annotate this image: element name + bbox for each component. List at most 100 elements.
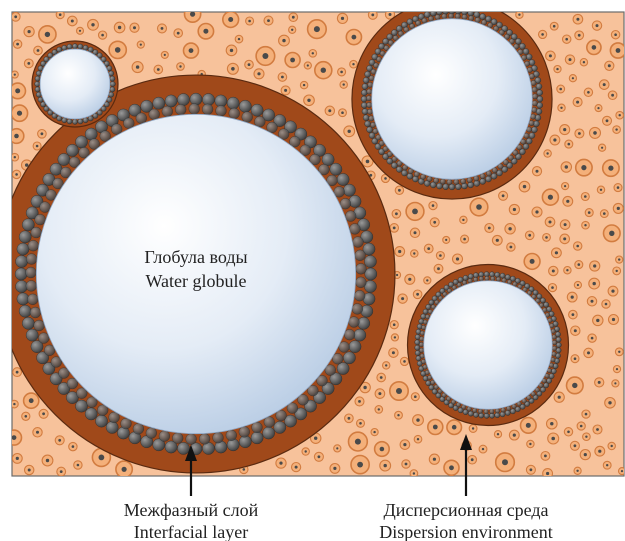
dispersed-particle: [588, 334, 596, 342]
dispersed-particle: [584, 348, 593, 357]
dispersed-particle: [585, 209, 593, 217]
dispersed-particle: [589, 278, 600, 289]
dispersed-particle: [339, 109, 347, 117]
dispersion-label-ru: Дисперсионная среда: [383, 500, 548, 520]
dispersed-particle: [587, 40, 601, 54]
dispersed-particle: [561, 162, 571, 172]
dispersed-particle: [39, 409, 48, 418]
dispersed-particle: [600, 210, 608, 218]
dispersed-particle: [605, 398, 616, 409]
dispersed-particle: [174, 29, 183, 38]
dispersed-particle: [564, 267, 571, 274]
dispersed-particle: [593, 425, 602, 434]
dispersed-particle: [154, 65, 163, 74]
dispersed-particle: [24, 59, 33, 68]
dispersed-particle: [377, 373, 386, 382]
dispersed-particle: [344, 126, 355, 137]
dispersed-particle: [375, 442, 390, 457]
dispersed-particle: [400, 440, 410, 450]
dispersed-particle: [34, 46, 43, 55]
top-right-globule: [352, 0, 552, 199]
dispersed-particle: [543, 234, 551, 242]
dispersed-particle: [434, 264, 443, 273]
dispersed-particle: [130, 23, 139, 32]
dispersed-particle: [24, 27, 34, 37]
dispersed-particle: [292, 463, 301, 472]
dispersed-particle: [413, 290, 422, 299]
dispersed-particle: [525, 231, 534, 240]
dispersed-particle: [567, 377, 584, 394]
water-core: [424, 281, 553, 410]
dispersed-particle: [350, 60, 358, 68]
dispersed-particle: [264, 16, 273, 25]
dispersed-particle: [428, 420, 443, 435]
dispersed-particle: [550, 22, 558, 30]
dispersed-particle: [547, 418, 558, 429]
dispersed-particle: [132, 62, 143, 73]
dispersed-particle: [13, 368, 22, 377]
dispersed-particle: [470, 198, 488, 216]
dispersed-particle: [542, 189, 558, 205]
dispersed-particle: [223, 12, 239, 28]
top-left-globule: [32, 41, 118, 127]
dispersed-particle: [57, 467, 66, 476]
dispersed-particle: [357, 419, 365, 427]
dispersed-particle: [595, 105, 602, 112]
dispersed-particle: [22, 412, 30, 420]
dispersed-particle: [55, 436, 64, 445]
dispersed-particle: [338, 68, 346, 76]
dispersed-particle: [453, 254, 463, 264]
dispersed-particle: [395, 411, 403, 419]
dispersed-particle: [395, 186, 403, 194]
dispersed-particle: [161, 51, 168, 58]
dispersed-particle: [563, 196, 573, 206]
dispersed-particle: [571, 355, 579, 363]
dispersed-particle: [413, 415, 424, 426]
dispersed-particle: [505, 224, 515, 234]
dispersed-particle: [610, 43, 625, 58]
dispersed-particle: [11, 105, 27, 121]
dispersed-particle: [615, 348, 623, 356]
dispersed-particle: [114, 22, 125, 33]
water-core: [372, 19, 533, 180]
dispersed-particle: [7, 430, 22, 445]
interfacial-label-en: Interfacial layer: [134, 522, 248, 541]
dispersed-particle: [574, 242, 582, 250]
dispersed-particle: [429, 454, 439, 464]
dispersed-particle: [509, 430, 519, 440]
dispersed-particle: [447, 420, 462, 435]
dispersed-particle: [590, 261, 600, 271]
dispersed-particle: [33, 142, 41, 150]
dispersed-particle: [560, 125, 570, 135]
dispersed-particle: [592, 21, 601, 30]
dispersed-particle: [411, 250, 418, 257]
dispersed-particle: [575, 31, 584, 40]
dispersed-particle: [42, 455, 53, 466]
dispersed-particle: [544, 150, 551, 157]
dispersed-particle: [400, 357, 408, 365]
dispersed-particle: [300, 81, 307, 88]
dispersed-particle: [383, 362, 390, 369]
dispersed-particle: [581, 193, 589, 201]
dispersed-particle: [24, 393, 39, 408]
dispersed-particle: [184, 43, 199, 58]
dispersed-particle: [605, 61, 614, 70]
dispersed-particle: [391, 334, 398, 341]
dispersed-particle: [411, 393, 419, 401]
dispersed-particle: [575, 129, 584, 138]
dispersed-particle: [496, 453, 515, 472]
dispersed-particle: [88, 19, 99, 30]
dispersed-particle: [612, 380, 619, 387]
dispersed-particle: [390, 224, 399, 233]
globule-label-ru: Глобула воды: [144, 247, 247, 267]
dispersed-particle: [245, 60, 254, 69]
dispersed-particle: [278, 73, 287, 82]
dispersed-particle: [308, 20, 327, 39]
dispersed-particle: [351, 456, 369, 474]
dispersed-particle: [429, 202, 437, 210]
dispersed-particle: [406, 203, 424, 221]
dispersed-particle: [380, 460, 391, 471]
dispersed-particle: [256, 47, 275, 66]
dispersed-particle: [541, 452, 550, 461]
